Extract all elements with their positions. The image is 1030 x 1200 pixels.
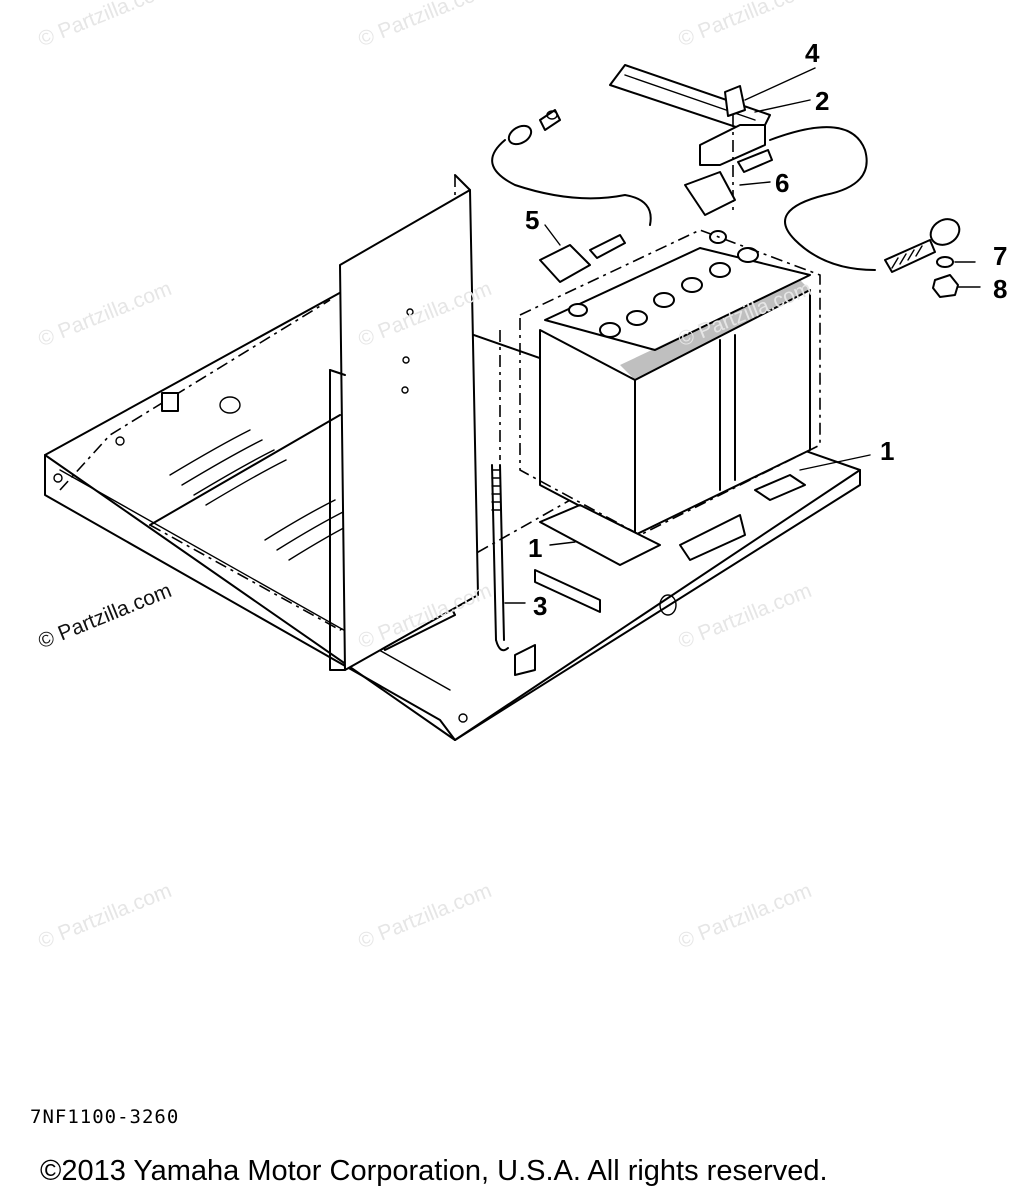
battery-pad-rear — [754, 474, 806, 501]
hold-down-rod — [491, 330, 509, 652]
clamp-and-nut — [609, 64, 771, 215]
callout-label-8: 8 — [993, 274, 1008, 304]
cables-terminals — [491, 109, 876, 283]
callout-label-4: 4 — [805, 38, 820, 68]
battery-cell-caps — [568, 230, 759, 338]
bolt-nut-detail — [884, 218, 961, 298]
callout-leaders — [504, 67, 981, 604]
battery — [539, 230, 811, 536]
callout-label-1-rear: 1 — [880, 436, 895, 466]
tray-vent-slots — [169, 429, 360, 561]
callout-label-1-front: 1 — [528, 533, 543, 563]
vertical-panel — [329, 174, 479, 671]
callout-label-2: 2 — [815, 86, 830, 116]
copyright-notice: ©2013 Yamaha Motor Corporation, U.S.A. A… — [40, 1155, 828, 1187]
callout-label-3: 3 — [533, 591, 548, 621]
diagram-code: 7NF1100-3260 — [30, 1106, 180, 1128]
battery-outline-frame — [519, 229, 821, 536]
callout-label-7: 7 — [993, 241, 1008, 271]
callout-label-6: 6 — [775, 168, 790, 198]
battery-pad-front — [539, 504, 661, 566]
callout-label-5: 5 — [525, 205, 540, 235]
